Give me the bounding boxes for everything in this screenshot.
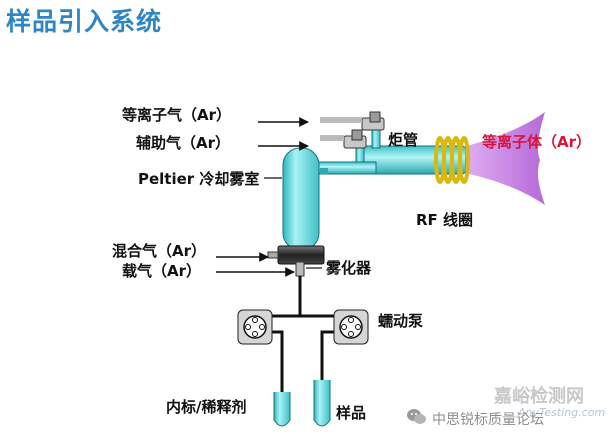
nebulizer-label: 雾化器	[326, 259, 372, 277]
auxiliary-gas-connector	[343, 129, 367, 149]
watermark-credit: 中思锐标质量论坛	[432, 412, 544, 428]
plasma-flame	[452, 112, 545, 205]
makeup-gas-label: 混合气（Ar）	[112, 242, 207, 260]
spray-chamber-drain	[320, 168, 328, 174]
watermark-domain: AnyTesting.com	[518, 406, 606, 419]
peristaltic-pump-label: 蠕动泵	[378, 312, 424, 330]
side-inlet	[267, 251, 279, 259]
spray-chamber	[282, 147, 320, 251]
pump-right	[333, 309, 369, 345]
page-title: 样品引入系统	[6, 7, 163, 36]
internal-standard-label: 内标/稀释剂	[166, 398, 247, 416]
auxiliary-gas-label: 辅助气（Ar）	[136, 134, 231, 152]
torch-label: 炬管	[388, 131, 419, 149]
plasma-gas-connector	[361, 111, 385, 131]
rf-coil	[434, 136, 470, 184]
sample-tube	[313, 380, 331, 427]
internal-standard-tube	[273, 392, 291, 427]
sample-label: 样品	[336, 404, 367, 422]
spray-chamber-cap	[277, 245, 325, 265]
wechat-icon	[406, 408, 428, 426]
carrier-gas-label: 载气（Ar）	[122, 262, 202, 280]
watermark-site: 嘉峪检测网	[494, 386, 584, 407]
spray-chamber-label: Peltier 冷却雾室	[138, 170, 260, 188]
rf-coil-label: RF 线圈	[416, 211, 474, 229]
nebulizer	[295, 261, 305, 277]
plasma-label: 等离子体（Ar）	[482, 133, 592, 151]
pump-left	[237, 309, 273, 345]
plasma-gas-label: 等离子气（Ar）	[122, 106, 232, 124]
